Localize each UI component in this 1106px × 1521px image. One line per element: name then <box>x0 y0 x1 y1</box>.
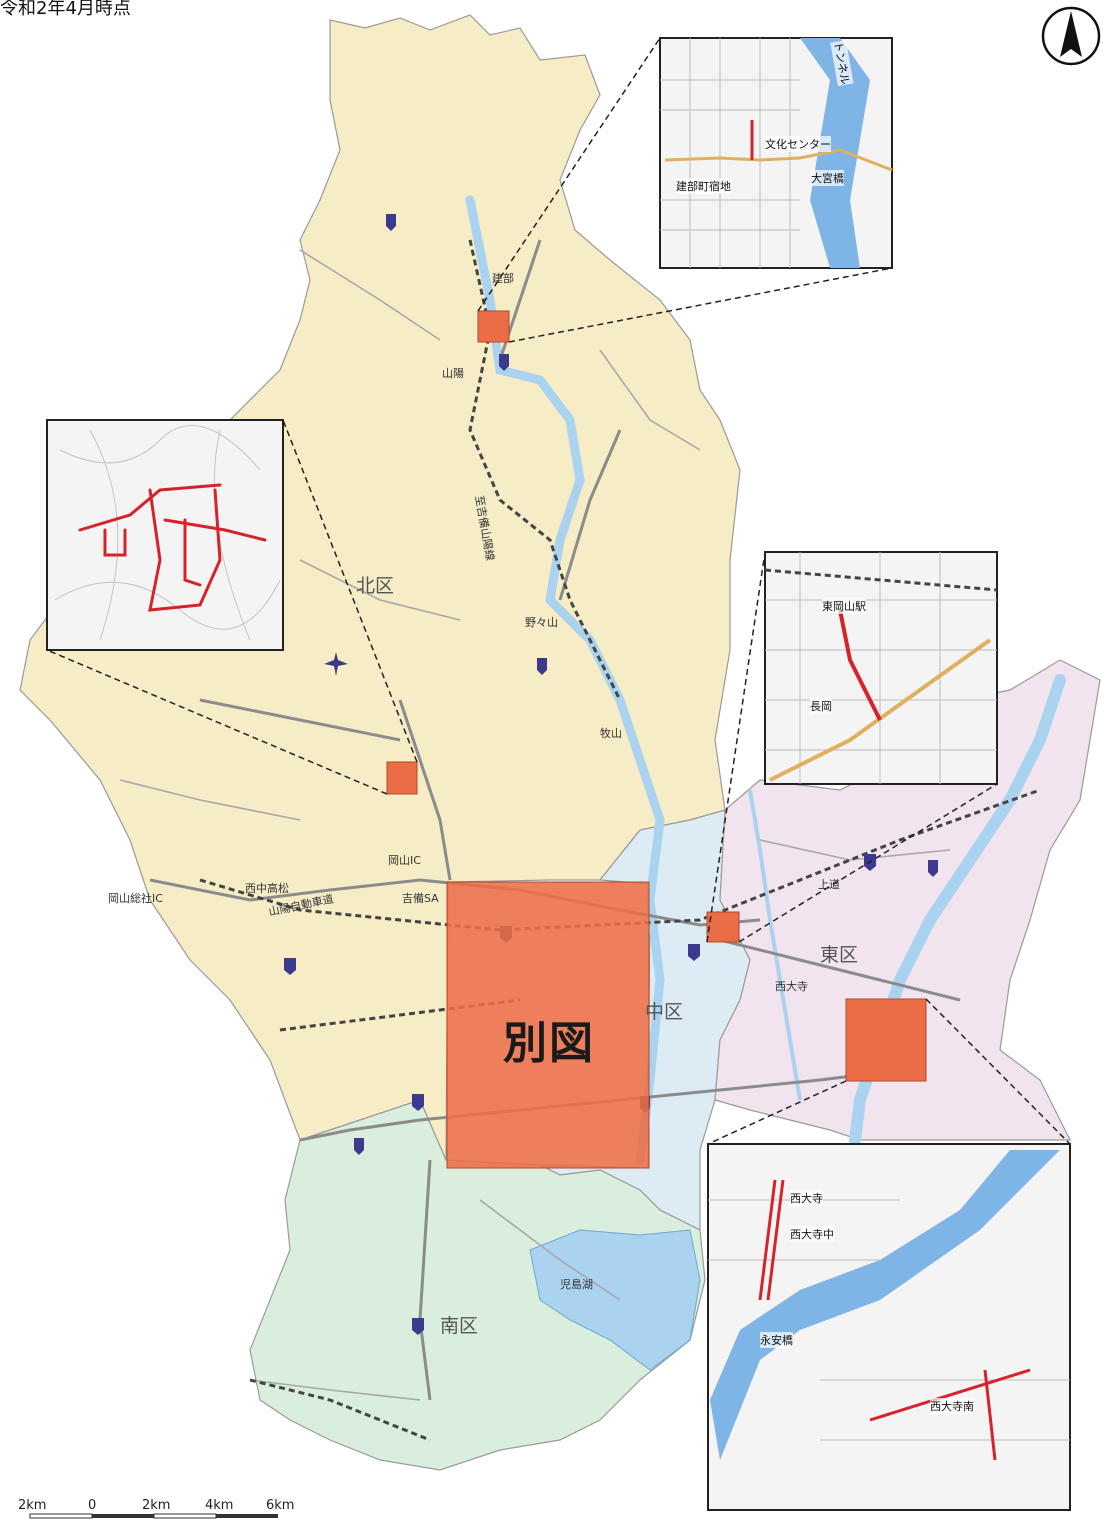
asahi-river <box>465 195 665 1165</box>
highlight-north[interactable] <box>477 310 510 343</box>
scale-tick-label: 6km <box>266 1498 295 1513</box>
inset-se-town3-label: 西大寺南 <box>930 1398 974 1414</box>
betsuzu-area[interactable] <box>446 881 650 1169</box>
label-nonoyama: 野々山 <box>525 616 558 629</box>
label-okayama-sogo-ic: 岡山総社IC <box>108 892 163 905</box>
inset-se-bridge-label: 永安橋 <box>760 1332 793 1348</box>
label-sanyo: 山陽 <box>442 367 464 380</box>
label-kojima-lake: 児島湖 <box>560 1278 593 1291</box>
date-note: 令和2年4月時点 <box>0 0 131 19</box>
minor-roads <box>119 249 951 1401</box>
scale-tick-label: 2km <box>18 1498 47 1513</box>
inset-west <box>46 419 284 651</box>
inset-se-town2-label: 西大寺中 <box>790 1226 834 1242</box>
north-arrow-icon <box>1041 6 1101 66</box>
label-makiyama: 牧山 <box>600 727 622 740</box>
inset-north <box>659 37 893 269</box>
inset-north-town-label: 建部町宿地 <box>676 178 731 194</box>
kojima-lake <box>529 1229 701 1371</box>
inset-southeast <box>707 1143 1071 1511</box>
sasagase-river <box>748 789 802 1101</box>
district-label-higashi: 東区 <box>820 944 859 966</box>
label-kibi-sa: 吉備SA <box>402 892 439 905</box>
scale-tick-label: 2km <box>142 1498 171 1513</box>
highlight-west[interactable] <box>386 761 418 795</box>
label-okayama-ic: 岡山IC <box>388 854 421 867</box>
label-nishinaka: 西中高松 <box>245 882 289 895</box>
inset-north-bridge-label: 大宮橋 <box>811 170 844 186</box>
inset-east <box>764 551 998 785</box>
scale-bar <box>29 1513 278 1519</box>
scale-tick-label: 0 <box>88 1498 97 1513</box>
inset-north-center-label: 文化センター <box>765 136 831 152</box>
inset-east-town-label: 長岡 <box>810 698 832 714</box>
airplane-icon <box>324 652 348 676</box>
scale-tick-label: 4km <box>205 1498 234 1513</box>
inset-east-station-label: 東岡山駅 <box>822 598 866 614</box>
district-label-naka: 中区 <box>645 1001 684 1023</box>
label-joto: 上道 <box>818 878 840 891</box>
label-saidaiji: 西大寺 <box>775 980 808 993</box>
district-label-kita: 北区 <box>356 575 395 597</box>
leader-lines <box>46 37 1071 1145</box>
highlight-east[interactable] <box>706 911 740 943</box>
highlight-southeast[interactable] <box>845 998 927 1082</box>
inset-se-town1-label: 西大寺 <box>790 1190 823 1206</box>
district-label-minami: 南区 <box>440 1315 479 1337</box>
betsuzu-label: 別図 <box>503 1018 595 1069</box>
label-takeya: 建部 <box>492 272 514 285</box>
